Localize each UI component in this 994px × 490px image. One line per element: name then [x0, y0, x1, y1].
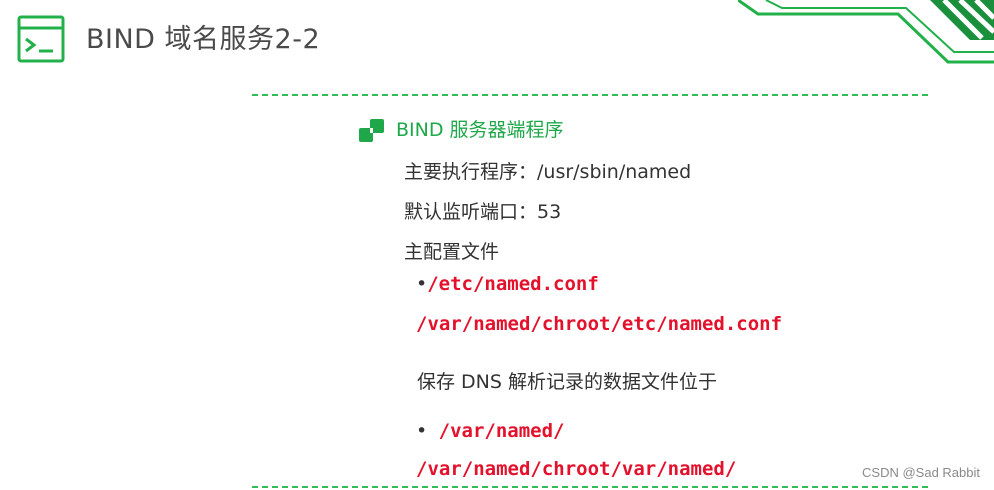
section-title: BIND 服务器端程序: [396, 119, 564, 141]
page-title: BIND 域名服务2-2: [86, 24, 321, 55]
config-path-1: /etc/named.conf: [427, 273, 599, 295]
records-path-1: /var/named/: [438, 420, 565, 442]
watermark: CSDN @Sad Rabbit: [862, 465, 980, 480]
divider-top: [252, 94, 928, 96]
config-path-1-item: •/etc/named.conf: [416, 270, 599, 298]
green-squares-icon: [359, 119, 384, 142]
records-path-1-item: • /var/named/: [416, 417, 565, 445]
main-program-line: 主要执行程序：/usr/sbin/named: [404, 161, 692, 183]
terminal-window-icon: [17, 15, 65, 63]
config-path-2: /var/named/chroot/etc/named.conf: [416, 313, 783, 335]
bullet: •: [416, 273, 428, 295]
divider-bottom: [252, 486, 928, 488]
default-port-line: 默认监听端口：53: [404, 201, 562, 223]
config-heading: 主配置文件: [404, 241, 500, 263]
corner-decoration: [738, 0, 994, 64]
bullet: •: [416, 420, 428, 442]
records-path-2: /var/named/chroot/var/named/: [416, 458, 737, 480]
records-heading: 保存 DNS 解析记录的数据文件位于: [417, 371, 717, 393]
